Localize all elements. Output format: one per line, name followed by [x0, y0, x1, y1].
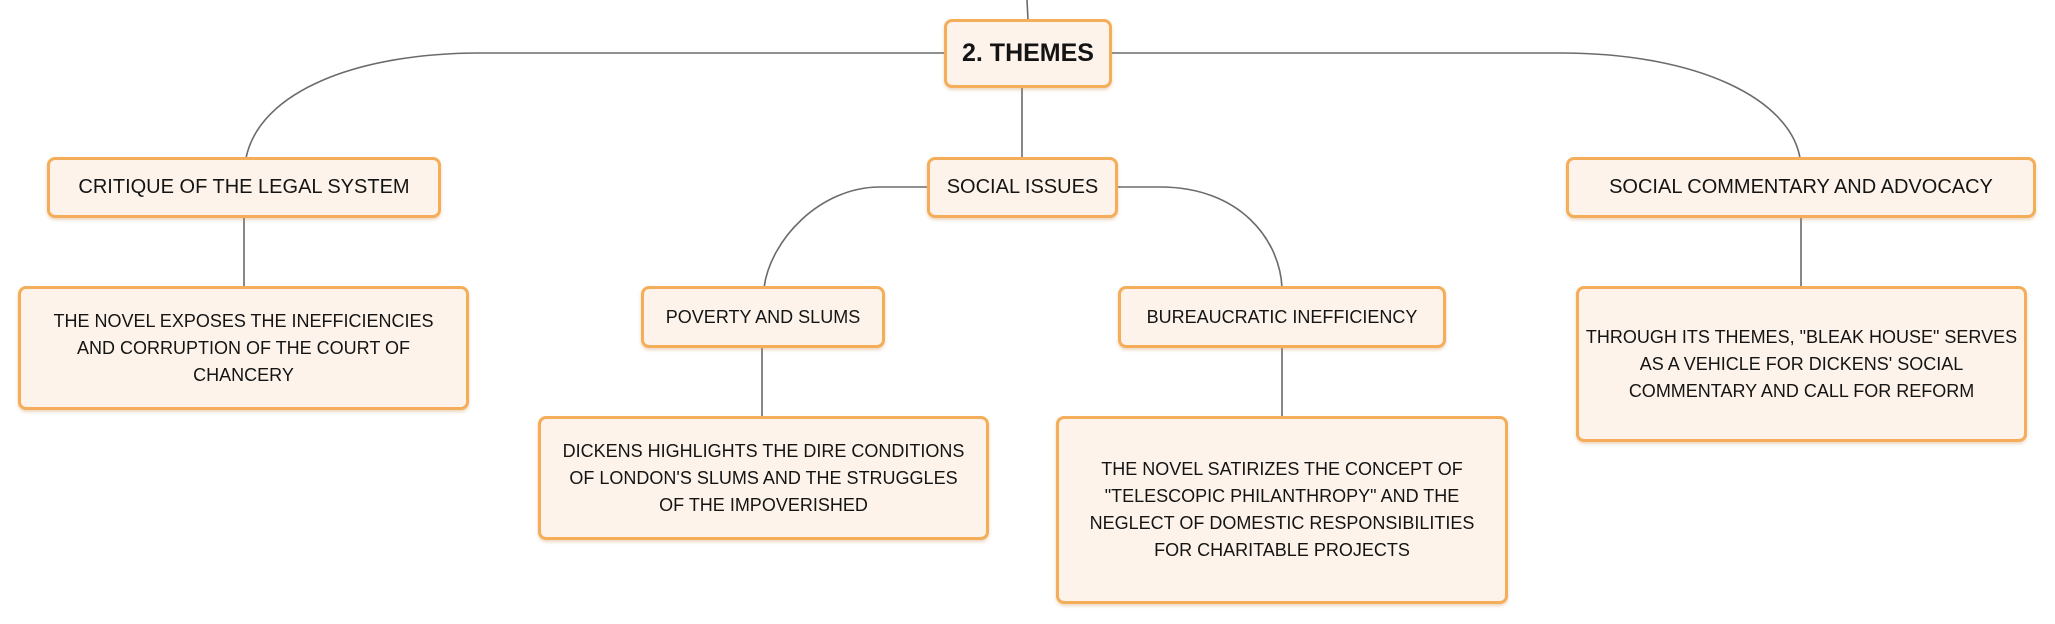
node-social-commentary-advocacy[interactable]: SOCIAL COMMENTARY AND ADVOCACY	[1566, 157, 2036, 218]
node-label: CRITIQUE OF THE LEGAL SYSTEM	[78, 176, 410, 198]
node-social-issues[interactable]: SOCIAL ISSUES	[927, 157, 1118, 218]
root-node-themes[interactable]: 2. THEMES	[944, 19, 1112, 88]
detail-bureaucratic-inefficiency[interactable]: THE NOVEL SATIRIZES THE CONCEPT OF "TELE…	[1056, 416, 1508, 604]
node-label: BUREAUCRATIC INEFFICIENCY	[1146, 306, 1418, 327]
root-node-label: 2. THEMES	[962, 39, 1094, 67]
connector-social-to-poverty	[763, 186, 928, 289]
node-bureaucratic-inefficiency[interactable]: BUREAUCRATIC INEFFICIENCY	[1118, 286, 1446, 348]
detail-text: THE NOVEL SATIRIZES THE CONCEPT OF "TELE…	[1089, 459, 1475, 560]
detail-legal-system[interactable]: THE NOVEL EXPOSES THE INEFFICIENCIES AND…	[18, 286, 469, 410]
detail-text: THE NOVEL EXPOSES THE INEFFICIENCIES AND…	[53, 310, 434, 385]
node-critique-legal-system[interactable]: CRITIQUE OF THE LEGAL SYSTEM	[47, 157, 441, 218]
connector-root-to-legal	[245, 52, 948, 159]
node-label: SOCIAL COMMENTARY AND ADVOCACY	[1609, 176, 1993, 198]
connector-root-to-commentary	[1108, 52, 1801, 159]
detail-social-commentary[interactable]: THROUGH ITS THEMES, "BLEAK HOUSE" SERVES…	[1576, 286, 2027, 442]
node-label: SOCIAL ISSUES	[946, 176, 1099, 198]
detail-text: DICKENS HIGHLIGHTS THE DIRE CONDITIONS O…	[562, 440, 965, 515]
connector-social-to-bureaucratic	[1117, 186, 1283, 289]
detail-text: THROUGH ITS THEMES, "BLEAK HOUSE" SERVES…	[1585, 326, 2018, 401]
node-label: POVERTY AND SLUMS	[665, 306, 861, 327]
connector-incoming-root	[1026, 0, 1029, 21]
detail-poverty-slums[interactable]: DICKENS HIGHLIGHTS THE DIRE CONDITIONS O…	[538, 416, 989, 540]
node-poverty-and-slums[interactable]: POVERTY AND SLUMS	[641, 286, 885, 348]
